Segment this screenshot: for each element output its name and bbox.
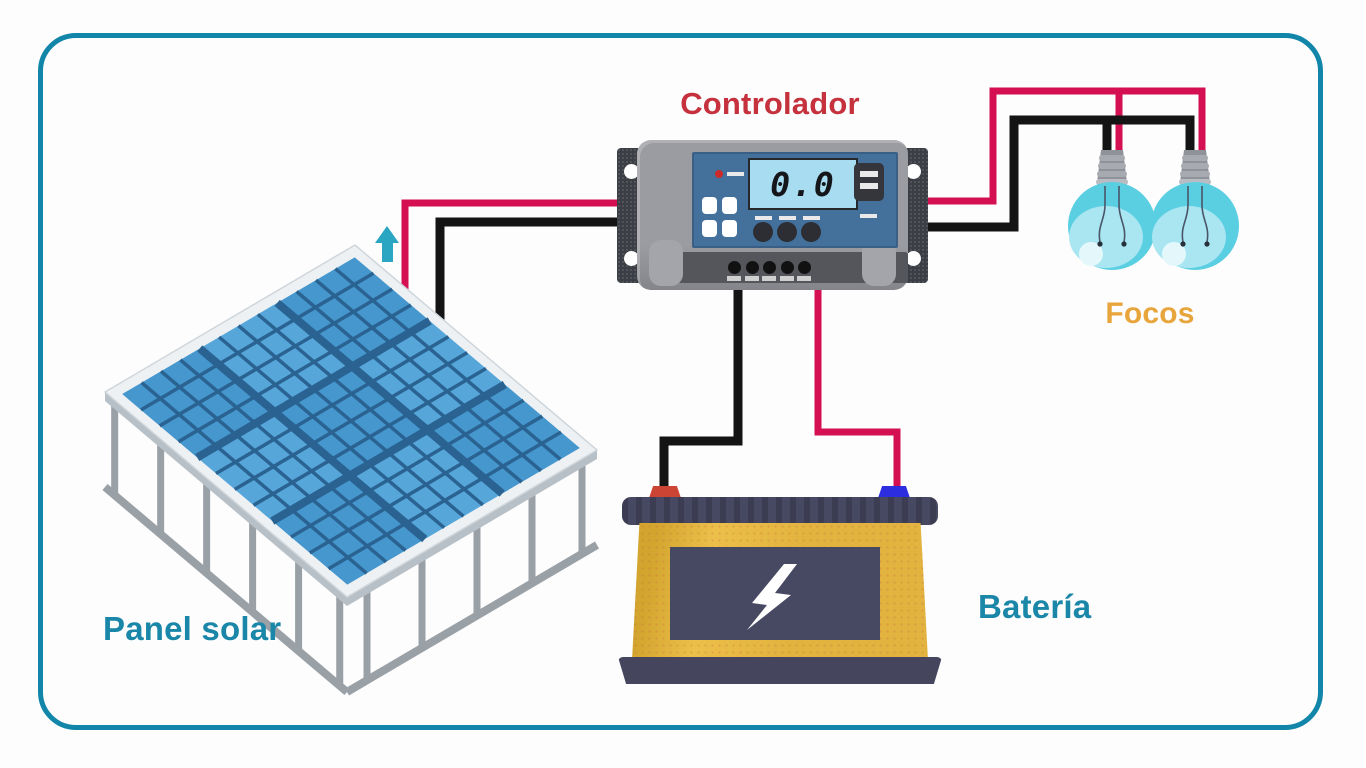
lcd-value: 0.0 xyxy=(770,164,836,204)
charge-controller: 0.0 xyxy=(617,140,928,290)
led-indicator-icon xyxy=(715,170,723,178)
wire-panel-to-controller-negative xyxy=(435,217,622,320)
wire-controller-to-battery-positive xyxy=(814,288,901,495)
lcd-display: 0.0 xyxy=(748,158,858,210)
solar-panel-label: Panel solar xyxy=(103,610,282,647)
wire-controller-to-battery-negative xyxy=(659,288,743,495)
screw-hole xyxy=(906,251,921,266)
light-bulb-icon xyxy=(1150,149,1240,271)
terminal-label-blank xyxy=(745,276,759,281)
usb-label-blank xyxy=(860,214,877,218)
terminal-label-blank xyxy=(797,276,811,281)
terminal-label-blank xyxy=(727,276,741,281)
light-bulb-icon xyxy=(1067,149,1157,271)
controller-clamp xyxy=(649,240,683,286)
solar-panel xyxy=(103,244,599,606)
battery-front-panel xyxy=(670,547,880,640)
controller-button xyxy=(702,197,717,214)
battery-label: Batería xyxy=(978,588,1092,625)
controller-button xyxy=(702,220,717,237)
wire-controller-to-lights-negative xyxy=(920,115,1195,232)
terminal-port xyxy=(798,261,811,274)
usb-slot xyxy=(860,183,878,189)
battery xyxy=(618,486,942,684)
controller-button xyxy=(722,220,737,237)
knob-label-blank xyxy=(755,216,772,220)
screw-hole xyxy=(624,164,639,179)
led-label-blank xyxy=(727,172,744,176)
controller-knob xyxy=(801,222,821,242)
diagram-border xyxy=(38,33,1323,730)
knob-label-blank xyxy=(779,216,796,220)
up-arrow-icon xyxy=(375,226,399,262)
terminal-label-blank xyxy=(780,276,794,281)
terminal-port xyxy=(763,261,776,274)
controller-body: 0.0 xyxy=(637,140,908,290)
wires xyxy=(401,87,1206,495)
wire-panel-to-controller-positive xyxy=(401,199,622,292)
terminal-port xyxy=(781,261,794,274)
usb-slot xyxy=(860,171,878,177)
controller-label: Controlador xyxy=(680,86,860,121)
controller-knob xyxy=(753,222,773,242)
lightning-bolt-icon xyxy=(747,564,797,630)
battery-base xyxy=(618,657,942,684)
knob-label-blank xyxy=(803,216,820,220)
screw-hole xyxy=(624,251,639,266)
screw-hole xyxy=(906,164,921,179)
terminal-port xyxy=(728,261,741,274)
battery-top-cap xyxy=(622,497,938,525)
wire-controller-to-lights-positive xyxy=(920,87,1206,205)
usb-port-icon xyxy=(854,163,884,201)
terminal-label-blank xyxy=(762,276,776,281)
controller-knob xyxy=(777,222,797,242)
controller-button xyxy=(722,197,737,214)
lights-label: Focos xyxy=(1105,297,1195,330)
controller-face-panel: 0.0 xyxy=(692,152,898,248)
solar-panel-rack xyxy=(102,400,600,696)
terminal-port xyxy=(746,261,759,274)
